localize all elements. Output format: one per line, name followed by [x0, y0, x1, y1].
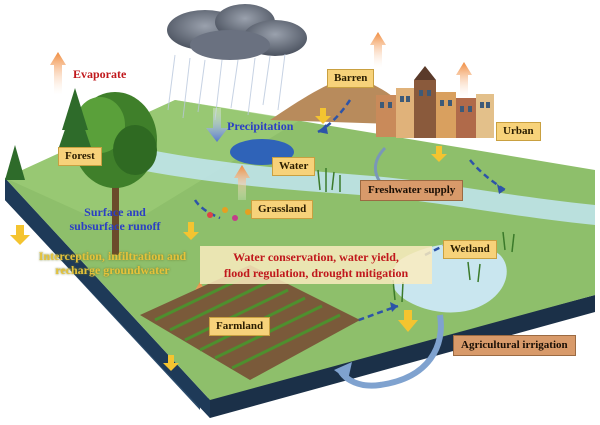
label-freshwater-supply: Freshwater supply	[360, 180, 464, 201]
label-evaporate: Evaporate	[73, 67, 127, 81]
label-precipitation: Precipitation	[227, 119, 294, 133]
label-barren: Barren	[327, 69, 375, 88]
label-interception: Interception, infiltration and recharge …	[38, 249, 187, 277]
label-grassland: Grassland	[251, 200, 314, 219]
flow-arrowheads	[318, 124, 505, 312]
ecosystem-services-box: Water conservation, water yield, flood r…	[200, 246, 432, 284]
precipitation-arrow	[206, 108, 228, 142]
label-forest: Forest	[58, 147, 102, 166]
label-wetland: Wetland	[443, 240, 497, 259]
urban-buildings	[376, 66, 494, 138]
label-urban: Urban	[496, 122, 541, 141]
services-line-1: Water conservation, water yield,	[233, 250, 399, 264]
flowers	[207, 207, 251, 221]
services-line-2: flood regulation, drought mitigation	[223, 266, 409, 280]
label-agricultural-irrigation: Agricultural irrigation	[453, 335, 576, 356]
pine-trees	[5, 88, 92, 180]
reeds	[317, 168, 515, 303]
soil-block	[5, 178, 595, 418]
irrigation-arrow	[337, 314, 444, 389]
label-farmland: Farmland	[209, 317, 271, 336]
freshwater-supply-arrow	[373, 146, 387, 183]
label-surface-runoff: Surface and subsurface runoff	[69, 205, 161, 233]
infiltration-arrows	[10, 108, 447, 371]
label-water: Water	[272, 157, 316, 176]
rain-cloud	[167, 4, 307, 121]
